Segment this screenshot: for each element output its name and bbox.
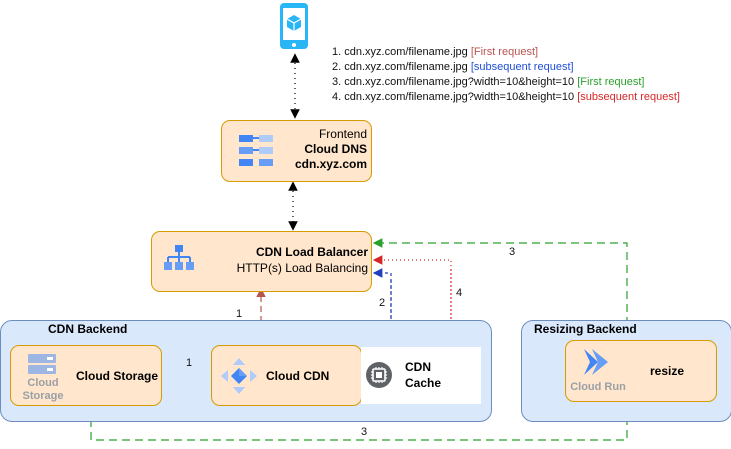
edge-label-run-to-lb: 3 — [509, 246, 516, 258]
request-tag-3: [First request] — [577, 76, 645, 88]
connector-storage-run — [90, 402, 632, 441]
connector-cache-blue — [372, 268, 392, 342]
request-tag-1: [First request] — [470, 46, 539, 58]
cdn-load-balancer-node: CDN Load Balancer HTTP(s) Load Balancing — [151, 231, 372, 292]
edge-label-storage-to-run: 3 — [361, 426, 368, 438]
load-balancer-icon — [164, 244, 194, 279]
dns-domain-label: cdn.xyz.com — [294, 157, 367, 171]
cloud-cdn-node: Cloud CDN — [211, 345, 362, 406]
cdn-cache-label-1: CDN — [405, 360, 431, 374]
request-tag-2: [subsequent request] — [470, 61, 574, 73]
cloud-storage-icon-caption-2: Storage — [22, 390, 64, 402]
resize-label: resize — [650, 364, 685, 378]
edge-label-cache-red: 4 — [456, 287, 463, 299]
resize-node: Cloud Run resize — [565, 340, 717, 402]
cdn-cache-node: CDN Cache — [361, 347, 481, 404]
cloud-storage-icon-caption-1: Cloud — [27, 377, 59, 389]
edge-label-storage-to-cdn: 1 — [186, 357, 193, 369]
cloud-storage-icon — [27, 353, 57, 380]
mobile-device-icon — [279, 2, 309, 50]
request-item-3: 3. cdn.xyz.com/filename.jpg?width=10&hei… — [332, 76, 645, 88]
cloud-run-icon — [582, 347, 612, 382]
cloud-dns-icon — [239, 135, 273, 172]
cloud-cdn-icon — [220, 357, 258, 400]
cdn-cache-icon — [365, 361, 393, 394]
load-balancer-subtitle: HTTP(s) Load Balancing — [236, 261, 368, 275]
edge-label-cache-blue: 2 — [379, 297, 386, 309]
connector-run-lb — [372, 238, 628, 338]
cloud-storage-node: Cloud Storage Cloud Storage — [10, 345, 162, 406]
load-balancer-title: CDN Load Balancer — [255, 245, 368, 259]
edge-label-lb-to-cdn: 1 — [236, 308, 243, 320]
cdn-backend-title: CDN Backend — [48, 322, 128, 336]
cloud-dns-node: Frontend Cloud DNS cdn.xyz.com — [221, 120, 372, 182]
cdn-cache-label-2: Cache — [405, 376, 442, 390]
request-item-1: 1. cdn.xyz.com/filename.jpg [First reque… — [332, 46, 539, 58]
dns-service-label: Cloud DNS — [304, 142, 367, 156]
request-tag-4: [subsequent request] — [577, 91, 680, 103]
resizing-backend-title: Resizing Backend — [534, 322, 637, 336]
cloud-storage-label: Cloud Storage — [76, 369, 159, 383]
request-item-2: 2. cdn.xyz.com/filename.jpg [subsequent … — [332, 61, 574, 73]
dns-frontend-label: Frontend — [318, 127, 367, 141]
request-item-4: 4. cdn.xyz.com/filename.jpg?width=10&hei… — [332, 91, 680, 103]
cloud-cdn-label: Cloud CDN — [266, 369, 330, 383]
cloud-run-icon-caption: Cloud Run — [570, 381, 626, 393]
